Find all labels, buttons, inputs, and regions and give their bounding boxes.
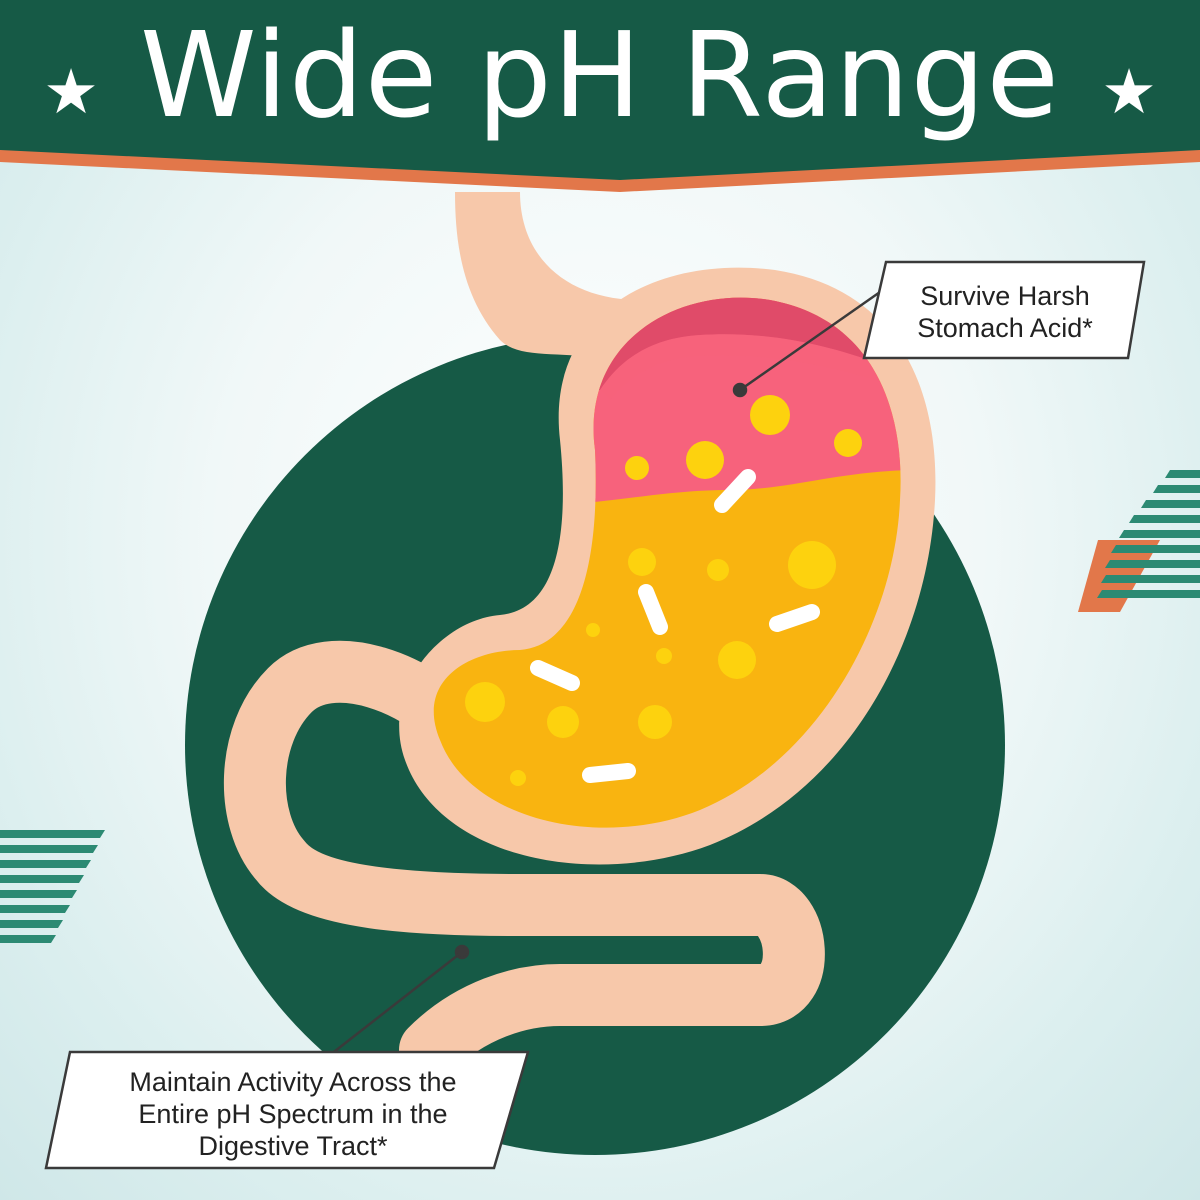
callout-connectors (329, 290, 881, 1056)
callout-box-intestine (44, 1050, 530, 1170)
page-title: Wide pH Range (139, 6, 1060, 144)
callout-box-stomach (862, 260, 1146, 360)
intestine-illustration (223, 640, 825, 1081)
capsule-icon (530, 469, 820, 783)
star-icon: ★ (1101, 55, 1157, 128)
header-banner (0, 0, 1200, 192)
callout-text-line: Stomach Acid* (917, 313, 1093, 343)
callout-text-line: Maintain Activity Across the (129, 1067, 457, 1097)
callout-stomach-acid: Survive Harsh Stomach Acid* (880, 270, 1130, 350)
decorative-stripes-left (0, 830, 105, 943)
callout-text-line: Entire pH Spectrum in the (138, 1099, 448, 1129)
bubbles (465, 395, 862, 786)
decorative-stripes-right (1078, 470, 1200, 612)
esophagus (455, 192, 640, 360)
star-icon: ★ (43, 55, 99, 128)
callout-ph-spectrum: Maintain Activity Across the Entire pH S… (78, 1058, 508, 1173)
callout-text-line: Digestive Tract* (198, 1131, 388, 1161)
callout-text-line: Survive Harsh (920, 281, 1090, 311)
